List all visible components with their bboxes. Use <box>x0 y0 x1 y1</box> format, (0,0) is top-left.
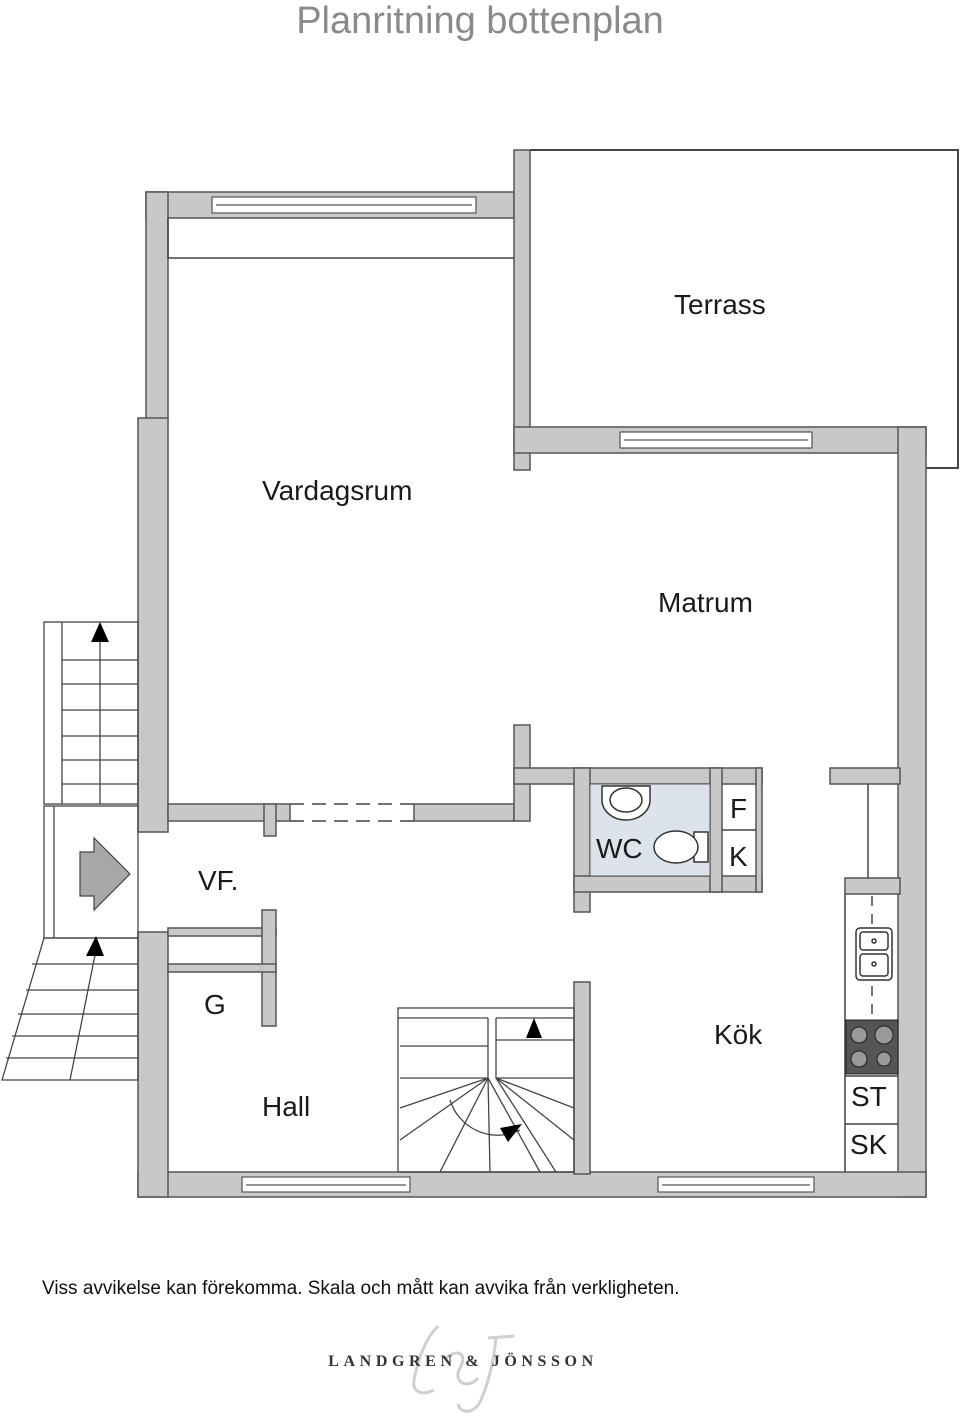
disclaimer-text: Viss avvikelse kan förekomma. Skala och … <box>42 1278 680 1299</box>
stove-icon <box>845 1019 899 1075</box>
toilet-icon <box>653 830 709 864</box>
staircase-up-arrow-icon <box>526 1018 542 1038</box>
room-label-g: G <box>204 989 226 1020</box>
room-label-wc: WC <box>596 833 643 864</box>
room-label-hall: Hall <box>262 1091 310 1122</box>
room-label-vardagsrum: Vardagsrum <box>262 475 412 506</box>
floor-plan: Terrass Vardagsrum Matrum VF. WC F K G K… <box>1 149 959 1198</box>
room-label-kok: Kök <box>714 1019 763 1050</box>
windows <box>211 196 815 1193</box>
interior-staircase <box>397 1007 575 1173</box>
kitchen-sink-icon <box>855 927 893 981</box>
stair-up-arrow-icon-2 <box>86 936 104 956</box>
monogram-icon <box>412 1324 515 1413</box>
room-label-terrass: Terrass <box>674 289 766 320</box>
terrace <box>530 149 959 469</box>
entrance-arrow-icon <box>79 836 131 912</box>
stair-up-arrow-icon <box>91 622 109 642</box>
company-logo: LANDGREN & JÖNSSON <box>318 1318 608 1418</box>
sink-icon <box>601 785 651 821</box>
entrance-stairs <box>1 621 139 1081</box>
room-label-matrum: Matrum <box>658 587 753 618</box>
walls <box>137 149 927 1198</box>
staircase-down-arrow-icon <box>500 1124 522 1142</box>
logo-wordmark: LANDGREN & JÖNSSON <box>328 1353 598 1370</box>
room-label-vf: VF. <box>198 865 238 896</box>
room-label-st: ST <box>851 1081 887 1112</box>
room-label-f: F <box>730 793 747 824</box>
room-label-sk: SK <box>850 1129 888 1160</box>
room-label-k: K <box>729 841 748 872</box>
plan-title: Planritning bottenplan <box>296 0 664 42</box>
